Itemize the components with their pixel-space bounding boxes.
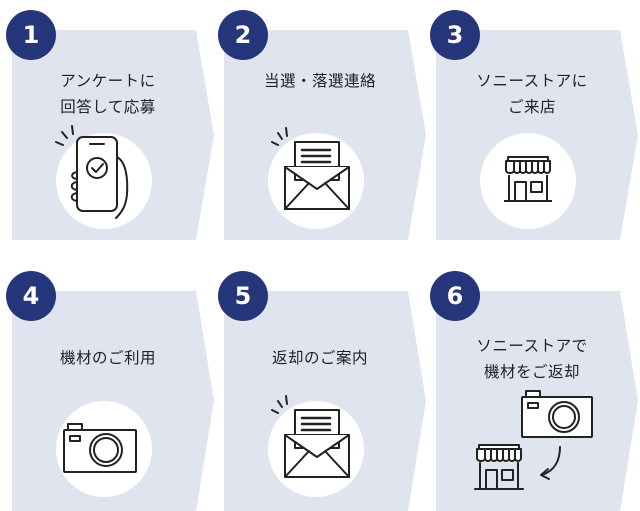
step-label: ソニーストアで 機材をご返却 [432,333,632,385]
step-number-badge: 5 [218,271,268,321]
step-label: 返却のご案内 [220,345,420,371]
step-label-line: 回答して応募 [60,98,156,116]
step-label-line: アンケートに [60,72,156,90]
step-number-badge: 2 [218,10,268,60]
step-4: 4 機材のご利用 [0,271,225,511]
step-label: 機材のご利用 [8,345,208,371]
step-1: 1 アンケートに 回答して応募 [0,10,225,240]
envelope-letter-icon [271,395,350,478]
smartphone-check-icon [55,125,129,219]
step-label-line: 当選・落選連絡 [263,72,376,90]
store-icon [504,156,552,202]
step-label: ソニーストアに ご来店 [432,68,632,120]
step-label-line: ソニーストアに [476,72,588,90]
envelope-letter-icon [271,127,350,210]
step-number-badge: 1 [6,10,56,60]
step-number-badge: 4 [6,271,56,321]
step-number-badge: 6 [430,271,480,321]
step-2: 2 当選・落選連絡 [212,10,437,240]
step-3: 3 ソニーストアに ご来店 [424,10,640,240]
step-label-line: ソニーストアで [476,337,588,355]
step-number-badge: 3 [430,10,480,60]
step-label-line: ご来店 [507,98,556,116]
step-label-line: 返却のご案内 [271,349,368,367]
step-label-line: 機材をご返却 [483,363,580,381]
camera-icon [63,423,137,473]
step-label: アンケートに 回答して応募 [8,68,208,120]
step-label-line: 機材のご利用 [59,349,156,367]
step-5: 5 返却のご案内 [212,271,437,511]
step-label: 当選・落選連絡 [220,68,420,94]
camera-return-store-icon [474,390,593,490]
icon-circle [480,133,576,229]
step-6: 6 ソニーストアで 機材をご返却 [424,271,640,511]
